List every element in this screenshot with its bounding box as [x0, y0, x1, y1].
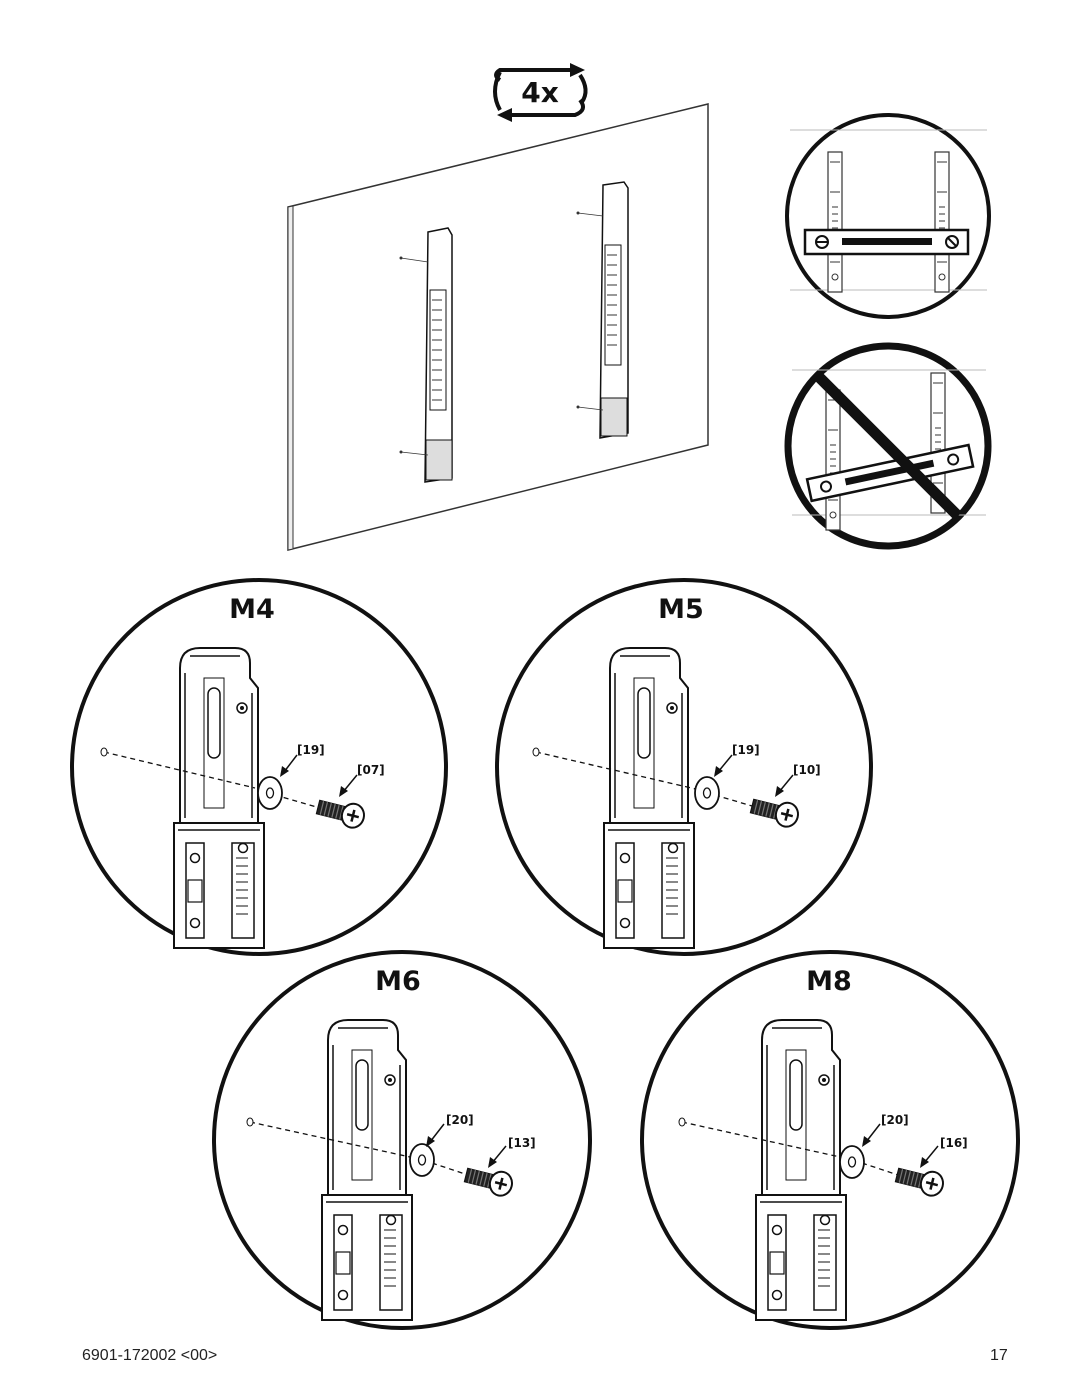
screw-label: [07] — [357, 763, 385, 777]
washer-label: [20] — [881, 1113, 909, 1127]
panel-m4: M4 [19] [07] — [70, 578, 448, 956]
repeat-count: 4x — [521, 76, 559, 109]
size-label: M6 — [375, 966, 421, 997]
document-number: 6901-172002 <00> — [82, 1347, 218, 1364]
panel-m5: M5 [19] [10] — [495, 578, 873, 956]
washer-label: [19] — [297, 743, 325, 757]
panel-m8: M8 [20] [16] — [640, 950, 1020, 1330]
level-correct-circle — [785, 113, 991, 319]
washer-label: [19] — [732, 743, 760, 757]
wall-bracket-left — [399, 227, 453, 483]
screw-label: [10] — [793, 763, 821, 777]
wall-bracket-right — [576, 181, 629, 439]
prohibited-icon — [814, 372, 962, 520]
size-label: M4 — [229, 594, 275, 625]
screw-label: [16] — [940, 1136, 968, 1150]
panel-m6: M6 [20] [13] — [212, 950, 592, 1330]
size-label: M5 — [658, 594, 704, 625]
repeat-badge: 4x — [493, 63, 588, 122]
screw-label: [13] — [508, 1136, 536, 1150]
washer-label: [20] — [446, 1113, 474, 1127]
size-label: M8 — [806, 966, 852, 997]
repeat-arrow-icon — [570, 63, 585, 77]
wall-illustration — [287, 103, 709, 551]
level-incorrect-circle — [784, 342, 992, 550]
page-number: 17 — [990, 1347, 1008, 1364]
